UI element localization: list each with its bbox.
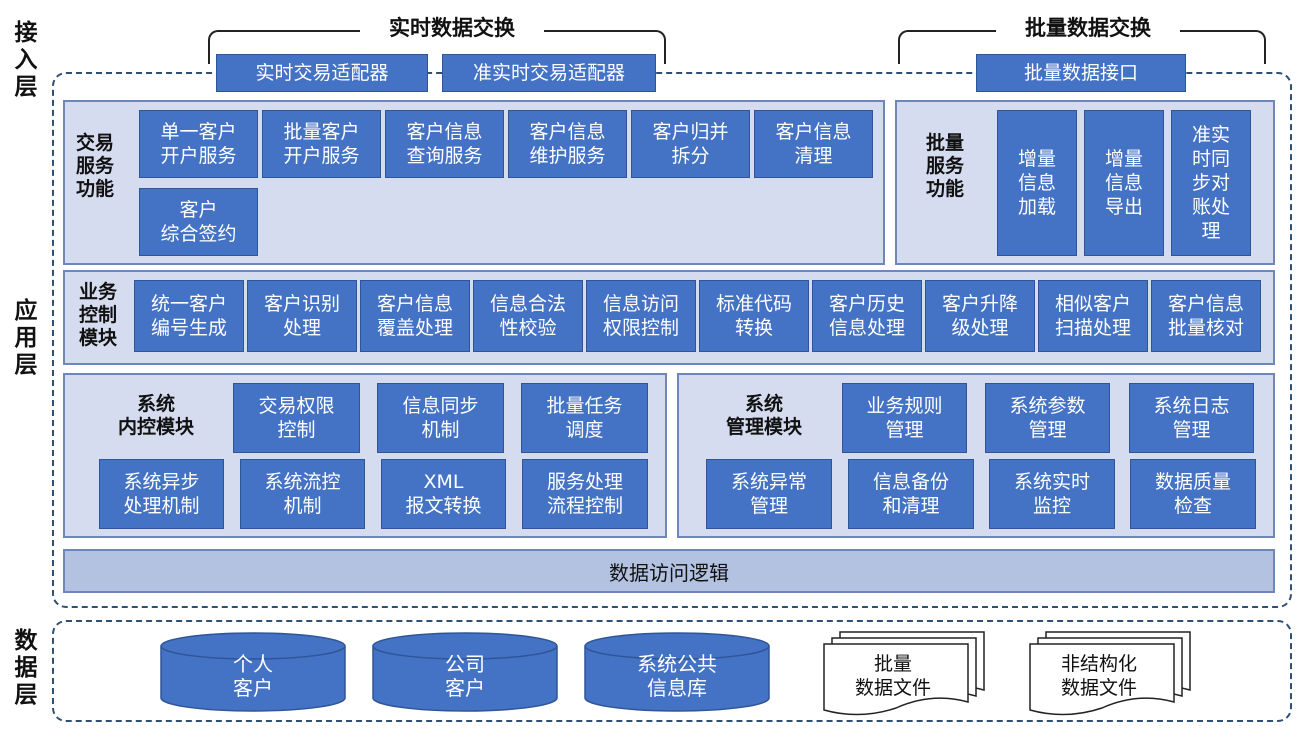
- system-exception-management: 系统异常 管理: [706, 459, 832, 529]
- batch-data-files: 批量 数据文件: [818, 628, 990, 716]
- near-realtime-adapter: 准实时交易适配器: [442, 54, 656, 92]
- flow-control: 系统流控 机制: [240, 459, 365, 529]
- service-flow-control: 服务处理 流程控制: [522, 459, 648, 529]
- database-corporate-customer: 公司 客户: [372, 632, 558, 714]
- document-stack-icon: [1029, 631, 1191, 716]
- customer-identification: 客户识别 处理: [247, 280, 357, 352]
- system-management-label: 系统 管理模块: [725, 393, 802, 438]
- batch-task-scheduling: 批量任务 调度: [521, 383, 648, 453]
- data-quality-check: 数据质量 检查: [1130, 459, 1256, 529]
- unified-customer-id: 统一客户 编号生成: [134, 280, 244, 352]
- single-customer-account-opening: 单一客户 开户服务: [139, 110, 258, 178]
- async-processing: 系统异步 处理机制: [99, 459, 224, 529]
- customer-info-query: 客户信息 查询服务: [385, 110, 504, 178]
- database-icon: [372, 632, 558, 712]
- database-public-info: 系统公共 信息库: [584, 632, 770, 714]
- system-log-management: 系统日志 管理: [1129, 383, 1254, 453]
- realtime-adapter: 实时交易适配器: [216, 54, 428, 92]
- database-icon: [160, 632, 346, 712]
- batch-customer-account-opening: 批量客户 开户服务: [262, 110, 381, 178]
- info-validity-check: 信息合法 性校验: [473, 280, 583, 352]
- customer-comprehensive-signing: 客户 综合签约: [139, 188, 258, 256]
- business-rule-management: 业务规则 管理: [842, 383, 967, 453]
- info-sync-mechanism: 信息同步 机制: [377, 383, 504, 453]
- database-label: 公司 客户: [445, 652, 485, 700]
- database-label: 系统公共 信息库: [637, 652, 717, 700]
- near-realtime-reconciliation: 准实 时同 步对 账处 理: [1171, 110, 1251, 256]
- business-control-label: 业务 控制 模块: [78, 281, 117, 349]
- application-layer-region: [52, 72, 1292, 608]
- transaction-permission-control: 交易权限 控制: [233, 383, 360, 453]
- data-layer-region: [52, 620, 1292, 722]
- customer-info-maintenance: 客户信息 维护服务: [508, 110, 627, 178]
- application-layer-label: 应 用 层: [14, 298, 38, 378]
- access-layer-label: 接 入 层: [14, 20, 38, 100]
- realtime-exchange-title: 实时数据交换: [360, 14, 544, 42]
- customer-info-overwrite: 客户信息 覆盖处理: [360, 280, 470, 352]
- customer-info-cleanup: 客户信息 清理: [754, 110, 873, 178]
- data-layer-label: 数 据 层: [14, 628, 38, 708]
- data-access-logic: 数据访问逻辑: [63, 549, 1275, 593]
- system-realtime-monitoring: 系统实时 监控: [989, 459, 1115, 529]
- customer-level-change: 客户升降 级处理: [925, 280, 1035, 352]
- access-permission-control: 信息访问 权限控制: [586, 280, 696, 352]
- database-icon: [584, 632, 770, 712]
- document-stack-icon: [823, 631, 985, 716]
- customer-merge-split: 客户归并 拆分: [631, 110, 750, 178]
- unstructured-data-files: 非结构化 数据文件: [1024, 628, 1196, 716]
- file-label: 非结构化 数据文件: [1060, 653, 1137, 699]
- customer-info-batch-check: 客户信息 批量核对: [1151, 280, 1261, 352]
- file-label: 批量 数据文件: [854, 653, 931, 699]
- system-parameter-management: 系统参数 管理: [985, 383, 1110, 453]
- database-label: 个人 客户: [233, 652, 273, 700]
- batch-exchange-title: 批量数据交换: [996, 14, 1180, 42]
- database-individual-customer: 个人 客户: [160, 632, 346, 714]
- customer-history-processing: 客户历史 信息处理: [812, 280, 922, 352]
- incremental-info-load: 增量 信息 加载: [997, 110, 1077, 256]
- incremental-info-export: 增量 信息 导出: [1084, 110, 1164, 256]
- internal-control-label: 系统 内控模块: [117, 393, 194, 438]
- standard-code-conversion: 标准代码 转换: [699, 280, 809, 352]
- similar-customer-scan: 相似客户 扫描处理: [1038, 280, 1148, 352]
- batch-service-label: 批量 服务 功能: [925, 132, 964, 200]
- transaction-service-label: 交易 服务 功能: [75, 132, 114, 200]
- info-backup-cleanup: 信息备份 和清理: [848, 459, 974, 529]
- xml-message-conversion: XML 报文转换: [381, 459, 506, 529]
- batch-data-interface: 批量数据接口: [976, 54, 1186, 92]
